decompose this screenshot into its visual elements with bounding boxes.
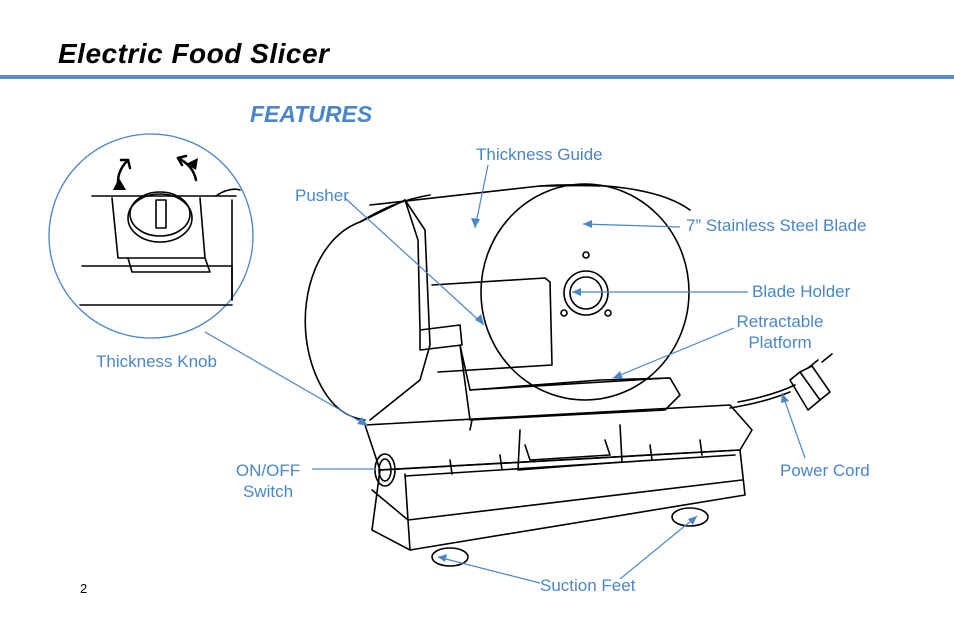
callout-lines bbox=[204, 164, 806, 584]
inset-knob-detail bbox=[79, 154, 241, 306]
platform-label: Retractable Platform bbox=[732, 311, 828, 353]
on-off-label-line2: Switch bbox=[242, 482, 294, 501]
page-number: 2 bbox=[80, 581, 88, 596]
callout-arrowheads bbox=[357, 218, 789, 562]
slicer-body bbox=[304, 183, 833, 567]
power-cord-label: Power Cord bbox=[780, 461, 870, 480]
on-off-switch-label: ON/OFF Switch bbox=[226, 460, 310, 502]
section-heading: FEATURES bbox=[250, 101, 373, 127]
platform-label-line2: Platform bbox=[748, 333, 812, 352]
thickness-knob-label: Thickness Knob bbox=[96, 352, 217, 371]
page-title: Electric Food Slicer bbox=[58, 38, 330, 69]
inset-circle bbox=[48, 133, 254, 339]
platform-label-line1: Retractable bbox=[736, 312, 824, 331]
suction-feet-label: Suction Feet bbox=[540, 576, 636, 595]
blade-label: 7” Stainless Steel Blade bbox=[686, 216, 867, 235]
blade-holder-label: Blade Holder bbox=[752, 282, 851, 301]
thickness-guide-label: Thickness Guide bbox=[476, 145, 603, 164]
on-off-label-line1: ON/OFF bbox=[235, 461, 301, 480]
pusher-label: Pusher bbox=[295, 186, 349, 205]
header-rule bbox=[0, 75, 954, 79]
